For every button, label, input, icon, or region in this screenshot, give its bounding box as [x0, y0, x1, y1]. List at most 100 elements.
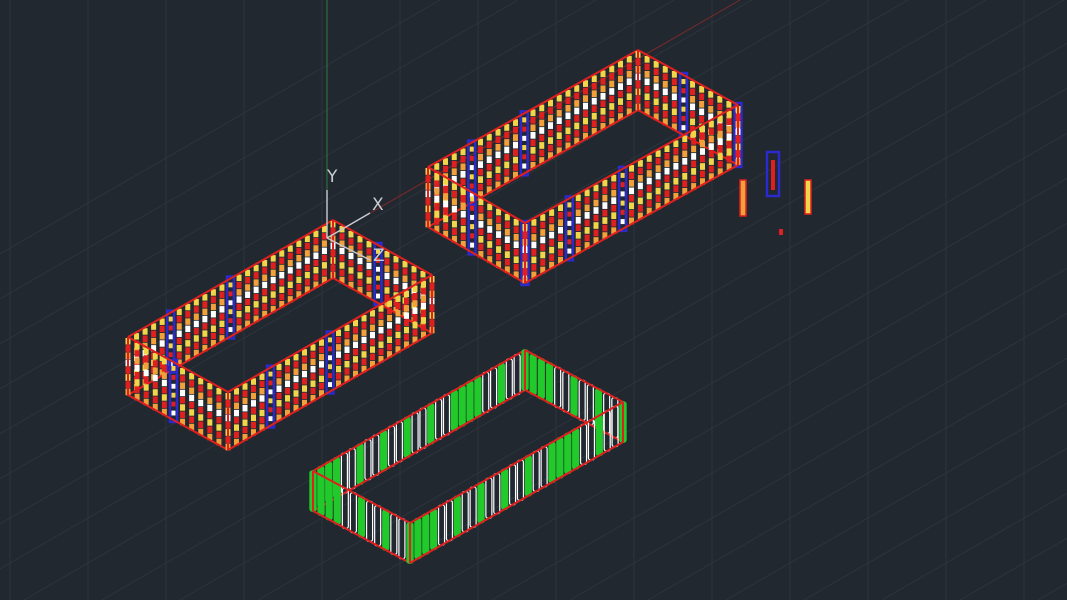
shelf-item [548, 99, 553, 107]
shelf-item [726, 125, 732, 133]
frame-top-rail [312, 470, 411, 524]
shelf-item [575, 232, 581, 239]
shelf-item [202, 344, 208, 352]
shelf-item [682, 150, 688, 158]
shelf-item [234, 417, 239, 424]
shelf-item [251, 407, 256, 414]
shelf-item [228, 291, 233, 297]
shelf-item [653, 91, 659, 98]
shelf-item [268, 380, 273, 386]
shelf-item [717, 153, 723, 160]
shelf-item [370, 310, 375, 317]
shelf-item [236, 303, 242, 311]
shelf-item [216, 402, 222, 409]
shelf-item [567, 211, 572, 217]
shelf-item [443, 178, 449, 185]
shelf-item [717, 168, 723, 175]
shelf-item [251, 400, 256, 407]
shelf-item [620, 182, 625, 188]
loose-rack-column [739, 179, 747, 217]
shelf-item [602, 224, 608, 232]
partition-panel-loop[interactable] [309, 349, 627, 564]
shelf-item [504, 221, 510, 228]
shelf-item [584, 219, 590, 227]
shelf-item [348, 245, 354, 252]
shelf-item [690, 103, 696, 111]
shelf-item [655, 165, 661, 172]
shelf-item [253, 286, 259, 294]
shelf-item [262, 274, 268, 281]
loose-rack-column [804, 179, 812, 215]
shelf-item [276, 378, 282, 385]
shelf-item [584, 242, 590, 249]
shelf-item [310, 358, 316, 366]
shelf-item [626, 85, 632, 93]
shelf-item [319, 382, 324, 390]
shelf-item [574, 115, 580, 122]
shelf-item [171, 410, 176, 416]
shelf-item [637, 212, 643, 220]
shelf-item [584, 204, 590, 212]
shelf-item [348, 274, 354, 281]
shelf-item [637, 167, 643, 175]
shelf-item [376, 275, 380, 281]
shelf-item [460, 171, 466, 178]
shelf-item [495, 136, 501, 144]
shelf-item [593, 207, 599, 214]
shelf-item [673, 155, 679, 163]
shelf-item [699, 93, 705, 101]
shelf-item [236, 325, 242, 332]
shelf-item [504, 213, 510, 221]
shelf-item [395, 317, 401, 324]
panel [453, 495, 461, 537]
shelf-item [673, 147, 679, 155]
shelf-item [548, 144, 553, 152]
shelf-item [682, 158, 688, 165]
shelf-item [726, 118, 732, 126]
shelf-item [366, 248, 372, 255]
shelving-rack-group-left[interactable] [125, 219, 435, 451]
shelf-item [470, 242, 475, 248]
shelf-item [549, 209, 555, 216]
shelf-item [207, 426, 213, 433]
shelf-item [262, 289, 268, 296]
loose-rack-components[interactable] [739, 150, 812, 235]
shelf-item [531, 241, 537, 249]
shelf-item [556, 94, 562, 102]
shelf-item [583, 102, 588, 110]
shelf-item [180, 368, 186, 375]
shelf-item [629, 202, 634, 210]
shelf-item [421, 317, 426, 324]
shelf-item [357, 243, 363, 250]
frame-top-rail [127, 219, 334, 338]
shelving-rack-group-top-right[interactable] [425, 49, 743, 287]
shelf-item [279, 279, 285, 286]
shelf-item [376, 284, 380, 290]
shelf-item [591, 112, 597, 120]
shelf-item [726, 155, 732, 163]
shelf-item [134, 333, 140, 340]
shelf-item [304, 286, 310, 293]
shelf-item [565, 120, 571, 127]
panel [508, 464, 517, 506]
shelf-item [531, 256, 537, 264]
shelf-item [134, 364, 140, 372]
shelf-item [575, 202, 581, 209]
panel [501, 468, 509, 510]
panel [572, 428, 580, 470]
shelf-item [310, 351, 316, 358]
shelf-item [478, 251, 484, 258]
shelf-item [629, 210, 634, 217]
shelf-item [451, 175, 457, 183]
shelf-item [159, 340, 165, 347]
shelf-item [285, 366, 290, 373]
shelf-item [276, 371, 282, 378]
shelf-item [443, 230, 449, 238]
shelf-item [219, 335, 225, 342]
shelf-item [591, 127, 597, 135]
shelf-item [460, 178, 466, 186]
rack-upright [467, 189, 477, 256]
shelf-item [478, 138, 483, 146]
